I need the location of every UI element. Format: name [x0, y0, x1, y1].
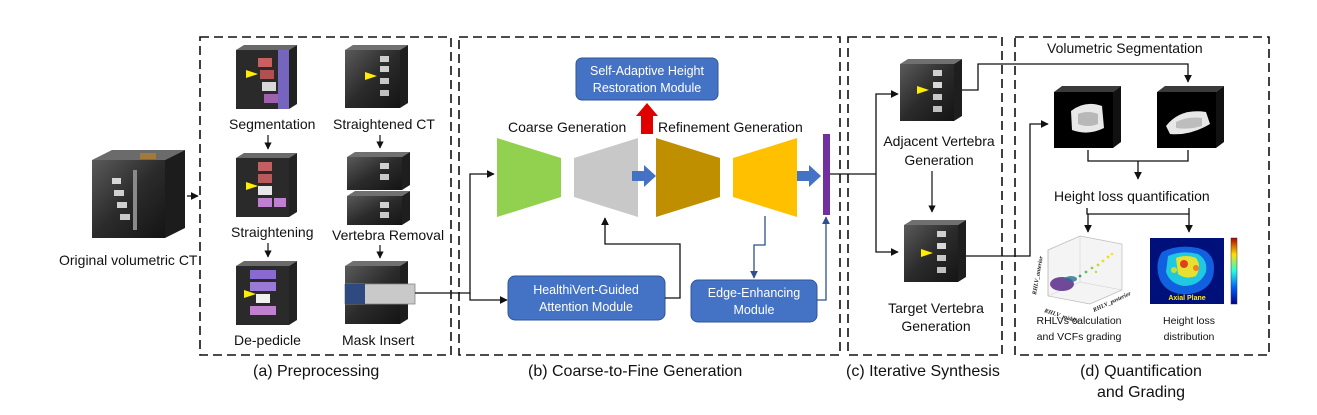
merge-to-height-loss: [1087, 150, 1189, 162]
edge-enhancing-module[interactable]: [690, 279, 818, 323]
mask-insert-thumbnail: [344, 261, 416, 324]
straightening-thumbnail: [236, 153, 297, 217]
decoder-to-edge-arrow: [750, 216, 766, 279]
edge-line1: Edge-Enhancing: [708, 286, 800, 300]
healthivert-line1: HealthiVert-Guided: [533, 283, 639, 297]
quantification-frame: [1014, 36, 1270, 356]
vertebra-removal-thumbnail: [347, 152, 410, 225]
rhlv-line2: and VCFs grading: [1037, 331, 1122, 343]
preprocessing-frame: [199, 36, 452, 356]
arrow-adjacent-to-segmentation: [962, 63, 1192, 91]
attention-feedback-arrow: [601, 217, 681, 299]
depedicle-thumbnail: [236, 261, 297, 325]
segmentation-label: Segmentation: [229, 116, 315, 132]
coarse-to-refine-arrow: [632, 165, 656, 187]
original-ct-label: Original volumetric CT: [59, 252, 198, 268]
refine-decoder-block: [733, 138, 797, 217]
depedicle-label: De-pedicle: [234, 332, 301, 348]
refine-to-bar-arrow: [797, 165, 821, 187]
straightened-ct-thumbnail: [345, 45, 408, 108]
height-up-arrow: [636, 103, 658, 134]
arrow-mask-to-attention: [469, 293, 508, 304]
healthivert-line2: Attention Module: [539, 300, 633, 314]
adjacent-line2: Generation: [904, 152, 973, 168]
target-line1: Target Vertebra: [888, 300, 984, 316]
synthesis-title: (c) Iterative Synthesis: [846, 363, 1000, 380]
height-loss-quantification-label: Height loss quantification: [1054, 188, 1210, 204]
preprocessing-title: (a) Preprocessing: [253, 363, 379, 380]
adjacent-line1: Adjacent Vertebra: [883, 133, 995, 149]
coarse-generation-label: Coarse Generation: [508, 119, 626, 135]
straightened-ct-label: Straightened CT: [333, 116, 435, 132]
quantification-title-line2: and Grading: [1097, 384, 1185, 401]
height-loss-heatmap: [1150, 237, 1238, 305]
arrow-to-adjacent: [875, 90, 899, 174]
synthesis-frame: [847, 36, 1003, 356]
distribution-line1: Height loss: [1163, 315, 1215, 327]
height-module-line2: Restoration Module: [593, 81, 701, 95]
refine-encoder-block: [656, 138, 720, 217]
arrow-mask-to-coarse: [415, 170, 495, 294]
axial-plane-label: Axial Plane: [1168, 295, 1205, 302]
volumetric-segmentation-label: Volumetric Segmentation: [1047, 40, 1203, 56]
rhlv-scatter-plot: [1047, 235, 1123, 305]
height-module-line1: Self-Adaptive Height: [590, 64, 704, 78]
coarse-encoder-block: [497, 138, 561, 217]
original-ct-volume: [92, 150, 185, 238]
coarse-decoder-block: [574, 138, 638, 217]
vertebra-removal-label: Vertebra Removal: [332, 227, 444, 243]
target-vertebra-thumbnail: [904, 220, 966, 282]
edge-line2: Module: [734, 303, 775, 317]
split-to-outputs: [1086, 208, 1190, 215]
mask-insert-label: Mask Insert: [342, 332, 414, 348]
fusion-bar: [823, 134, 830, 215]
straightening-label: Straightening: [231, 224, 314, 240]
scatter-axis-anterior: RHLV_anterior: [1032, 255, 1045, 296]
generation-title: (b) Coarse-to-Fine Generation: [528, 363, 742, 380]
segmentation-thumbnail: [236, 45, 297, 109]
arrow-to-target: [875, 174, 899, 256]
generation-frame: [458, 36, 841, 356]
arrow-target-to-segmentation: [966, 120, 1049, 257]
adjacent-vertebra-thumbnail: [900, 59, 962, 121]
quantification-title-line1: (d) Quantification: [1080, 363, 1202, 380]
refinement-generation-label: Refinement Generation: [658, 119, 803, 135]
distribution-line2: distribution: [1164, 331, 1215, 343]
height-restoration-module[interactable]: [575, 57, 719, 101]
segmented-volume-2: [1157, 86, 1224, 148]
segmented-volume-1: [1054, 86, 1121, 148]
rhlv-line1: RHLVs calculation: [1036, 315, 1121, 327]
edge-to-bar-arrow: [817, 216, 830, 301]
target-line2: Generation: [901, 318, 970, 334]
